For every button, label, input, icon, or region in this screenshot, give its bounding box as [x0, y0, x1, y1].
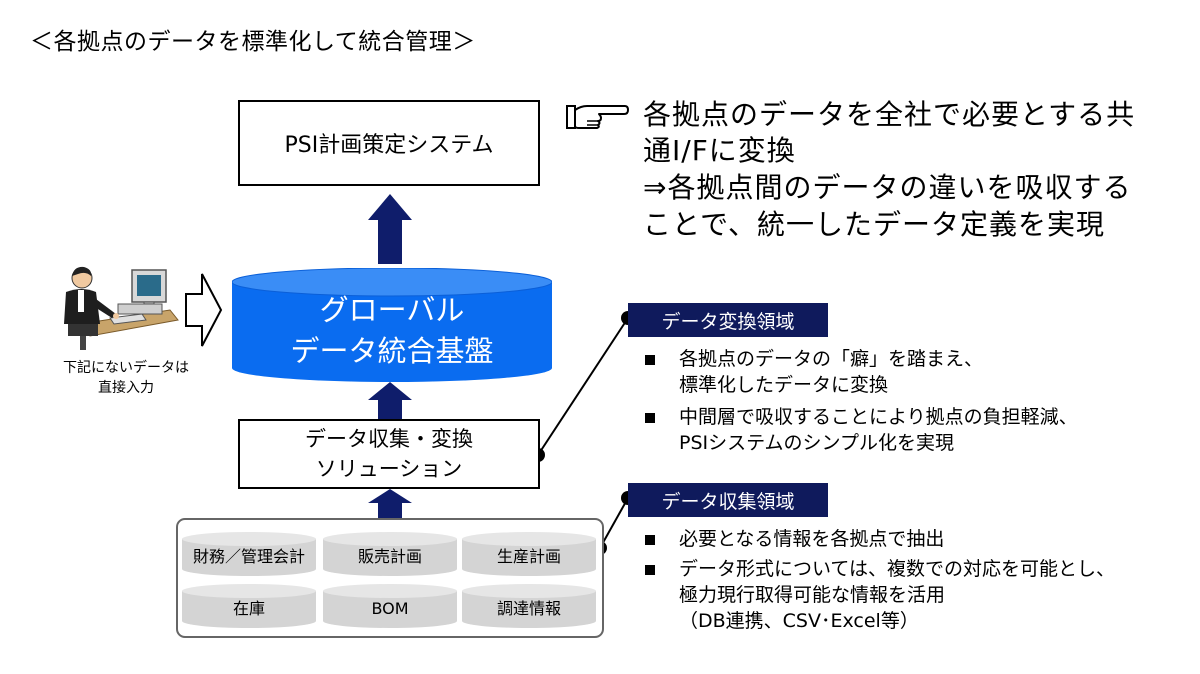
transform-bullet-1-line1: 各拠点のデータの「癖」を踏まえ、 — [679, 348, 984, 370]
person-at-computer-icon — [64, 266, 179, 350]
collection-bullet-1-line1: 必要となる情報を各拠点で抽出 — [679, 528, 945, 550]
platform-label-line2: データ統合基盤 — [290, 334, 494, 368]
collection-bullet-2-line3: （DB連携、CSV･Excel等） — [679, 610, 919, 632]
platform-cylinder — [232, 268, 552, 382]
arrow-up-to-platform — [368, 382, 412, 420]
pointing-hand-icon — [566, 105, 629, 129]
hollow-arrow-right-icon — [185, 273, 223, 347]
collection-domain-tag: データ収集領域 — [628, 483, 828, 517]
collection-solution-line2: ソリューション — [315, 457, 463, 481]
data-source-procurement-label: 調達情報 — [496, 599, 561, 618]
statement-line-4: ことで、統一したデータ定義を実現 — [643, 208, 1106, 241]
arrow-up-to-collection — [368, 489, 412, 519]
manual-input-line2: 直接入力 — [98, 380, 154, 396]
transform-bullet-1-line2: 標準化したデータに変換 — [679, 374, 889, 396]
collection-bullet-2-line1: データ形式については、複数での対応を可能とし、 — [679, 558, 1116, 580]
bullet-square-icon — [645, 355, 655, 365]
data-source-sales-plan-label: 販売計画 — [357, 547, 422, 566]
data-source-sales-plan: 販売計画 — [323, 532, 457, 576]
platform-label: グローバル データ統合基盤 — [232, 290, 552, 372]
statement-line-3: ⇒各拠点間のデータの違いを吸収する — [643, 171, 1132, 204]
manual-input-line1: 下記にないデータは — [63, 360, 189, 376]
transform-bullet-2-line1: 中間層で吸収することにより拠点の負担軽減、 — [679, 406, 1078, 428]
psi-system-label: PSI計画策定システム — [284, 133, 494, 158]
statement-line-1: 各拠点のデータを全社で必要とする共 — [643, 98, 1136, 131]
psi-system-box: PSI計画策定システム — [238, 100, 540, 186]
data-source-inventory: 在庫 — [182, 584, 316, 628]
bullet-square-icon — [645, 535, 655, 545]
transform-domain-tag: データ変換領域 — [628, 303, 828, 337]
manual-input-caption: 下記にないデータは 直接入力 — [42, 358, 210, 398]
data-source-inventory-label: 在庫 — [232, 599, 265, 618]
data-source-bom: BOM — [323, 584, 457, 628]
collection-solution-line1: データ収集・変換 — [305, 427, 473, 451]
collection-solution-box: データ収集・変換 ソリューション — [238, 419, 540, 489]
data-source-procurement: 調達情報 — [462, 584, 596, 628]
data-source-bom-label: BOM — [371, 599, 409, 618]
transform-bullet-2-line2: PSIシステムのシンプル化を実現 — [679, 432, 954, 454]
data-source-finance: 財務／管理会計 — [182, 532, 316, 576]
data-source-production-plan: 生産計画 — [462, 532, 596, 576]
data-source-production-plan-label: 生産計画 — [496, 547, 561, 566]
data-source-finance-label: 財務／管理会計 — [192, 547, 305, 566]
statement-line-2: 通I/Fに変換 — [643, 134, 796, 167]
arrow-up-to-psi — [368, 194, 412, 264]
bullet-square-icon — [645, 413, 655, 423]
page-title: ＜各拠点のデータを標準化して統合管理＞ — [30, 29, 476, 55]
platform-label-line1: グローバル — [319, 293, 465, 327]
collection-bullet-2-line2: 極力現行取得可能な情報を活用 — [679, 584, 946, 606]
bullet-square-icon — [645, 565, 655, 575]
